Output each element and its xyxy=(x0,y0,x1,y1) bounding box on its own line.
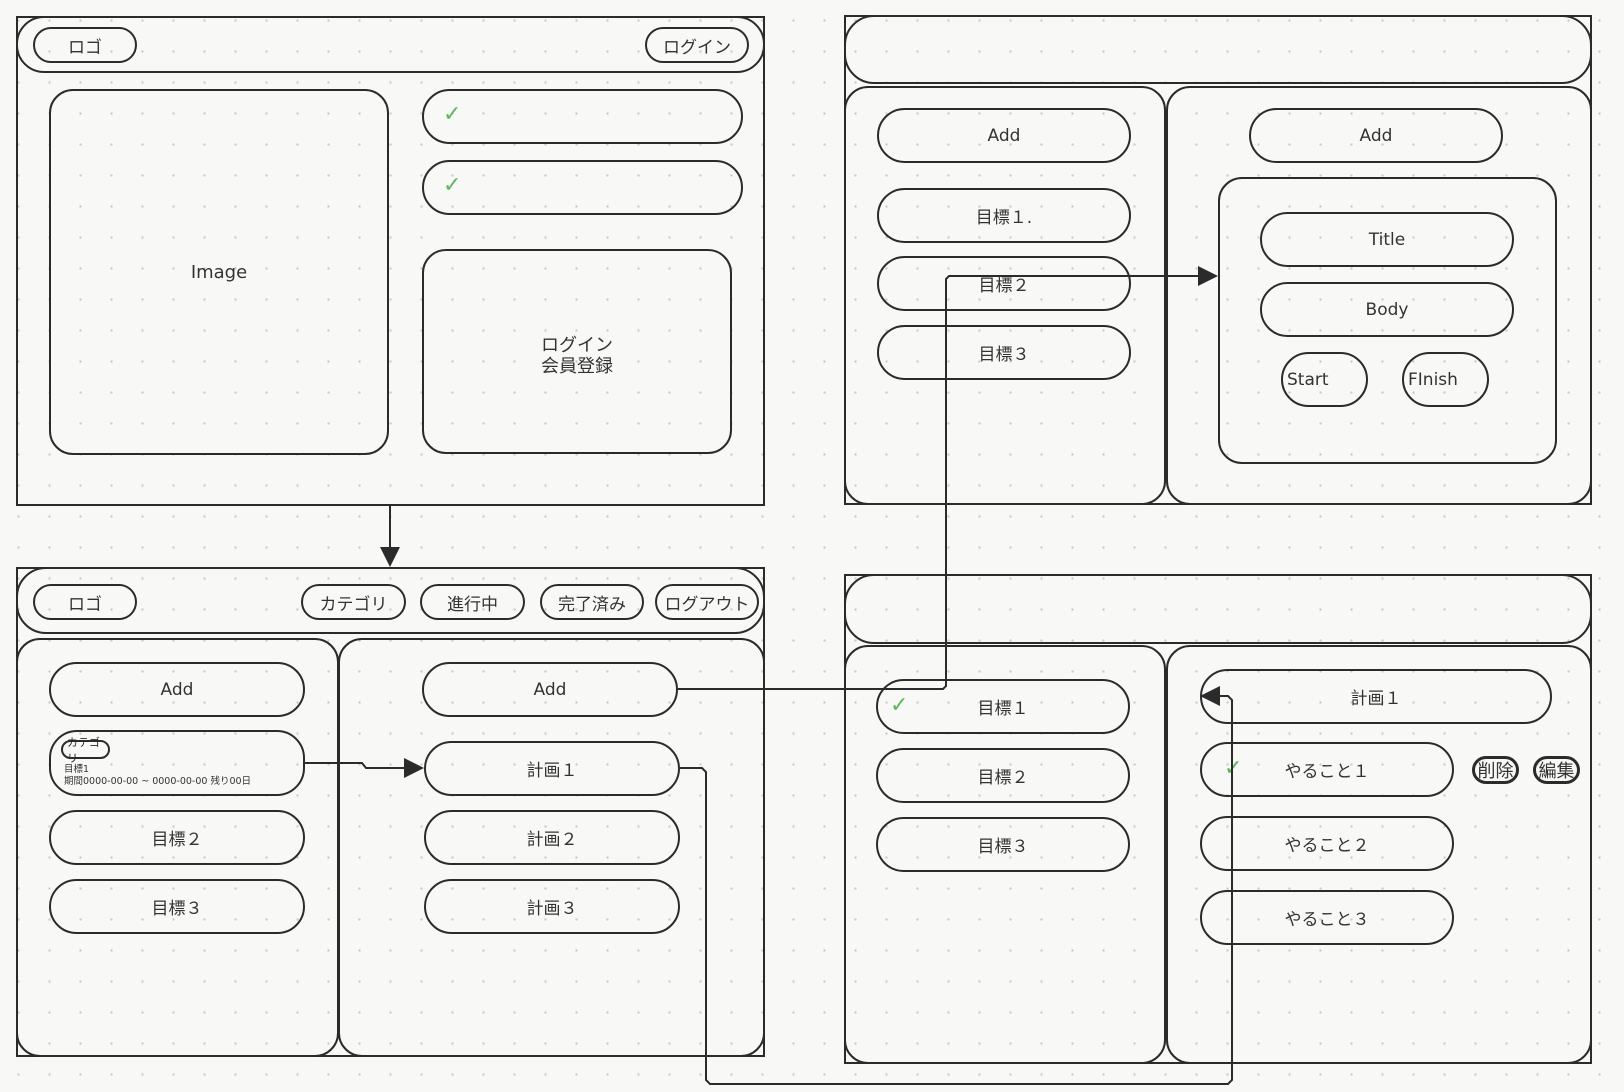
feature-check-1[interactable] xyxy=(422,89,743,144)
goal-item-2[interactable]: 目標２ xyxy=(49,810,305,865)
check-icon: ✓ xyxy=(890,693,909,718)
detail-todos-panel xyxy=(1166,645,1592,1064)
add-form-panel xyxy=(1166,86,1592,505)
plans-panel xyxy=(338,638,765,1057)
todo-item-3[interactable]: やること３ xyxy=(1200,890,1454,945)
arrow-goal-to-plans xyxy=(305,758,424,778)
goal-item-1[interactable]: 目標１. xyxy=(877,188,1131,243)
goal-card-title: 目標1 xyxy=(64,764,90,775)
nav-in-progress-button[interactable]: 進行中 xyxy=(420,584,525,620)
delete-button[interactable]: 削除 xyxy=(1472,756,1519,784)
feature-check-2[interactable] xyxy=(422,160,743,215)
plan-form xyxy=(1218,177,1557,464)
goal-card-1[interactable] xyxy=(49,730,305,796)
edit-button[interactable]: 編集 xyxy=(1533,756,1580,784)
add-goals-panel xyxy=(844,86,1166,505)
goal-item-1[interactable]: 目標１ xyxy=(876,679,1130,734)
add-screen-header xyxy=(844,15,1592,84)
nav-category-button[interactable]: カテゴリ xyxy=(301,584,406,620)
hero-image xyxy=(49,89,389,455)
detail-goals-panel xyxy=(844,645,1166,1064)
start-date-field[interactable]: Start xyxy=(1281,352,1368,407)
goal-item-2[interactable]: 目標２ xyxy=(876,748,1130,803)
plan-item-3[interactable]: 計画３ xyxy=(424,879,680,934)
check-icon: ✓ xyxy=(443,173,462,198)
nav-logout-button[interactable]: ログアウト xyxy=(655,584,759,620)
finish-date-field[interactable]: FInish xyxy=(1402,352,1489,407)
image-label: Image xyxy=(190,262,248,283)
logo[interactable]: ロゴ xyxy=(33,27,137,63)
goal-item-2[interactable]: 目標２ xyxy=(877,256,1131,311)
login-panel-line1: ログイン xyxy=(541,335,613,356)
login-panel-line2: 会員登録 xyxy=(541,356,613,377)
add-goal-button[interactable]: Add xyxy=(877,108,1131,163)
nav-completed-button[interactable]: 完了済み xyxy=(540,584,644,620)
todo-item-1[interactable]: やること１ xyxy=(1200,742,1454,797)
plan-item-2[interactable]: 計画２ xyxy=(424,810,680,865)
goal-item-3[interactable]: 目標３ xyxy=(876,817,1130,872)
add-plan-button[interactable]: Add xyxy=(422,662,678,717)
goal-item-3[interactable]: 目標３ xyxy=(877,325,1131,380)
login-register-panel[interactable] xyxy=(422,249,732,454)
title-field[interactable]: Title xyxy=(1260,212,1514,267)
goal-item-3[interactable]: 目標３ xyxy=(49,879,305,934)
check-icon: ✓ xyxy=(1224,756,1243,781)
add-goal-button[interactable]: Add xyxy=(49,662,305,717)
main-header xyxy=(16,567,765,634)
body-field[interactable]: Body xyxy=(1260,282,1514,337)
plan-item-1[interactable]: 計画１ xyxy=(424,741,680,796)
arrow-plan-to-detail xyxy=(680,686,1233,1085)
login-button[interactable]: ログイン xyxy=(645,27,749,63)
arrow-add-to-form xyxy=(678,266,1218,690)
check-icon: ✓ xyxy=(443,102,462,127)
login-header xyxy=(16,16,765,73)
logo[interactable]: ロゴ xyxy=(33,584,137,620)
goal-card-period: 期間0000-00-00 ~ 0000-00-00 残り00日 xyxy=(64,776,252,787)
detail-screen-header xyxy=(844,574,1592,644)
add-plan-button[interactable]: Add xyxy=(1249,108,1503,163)
todo-item-2[interactable]: やること２ xyxy=(1200,816,1454,871)
